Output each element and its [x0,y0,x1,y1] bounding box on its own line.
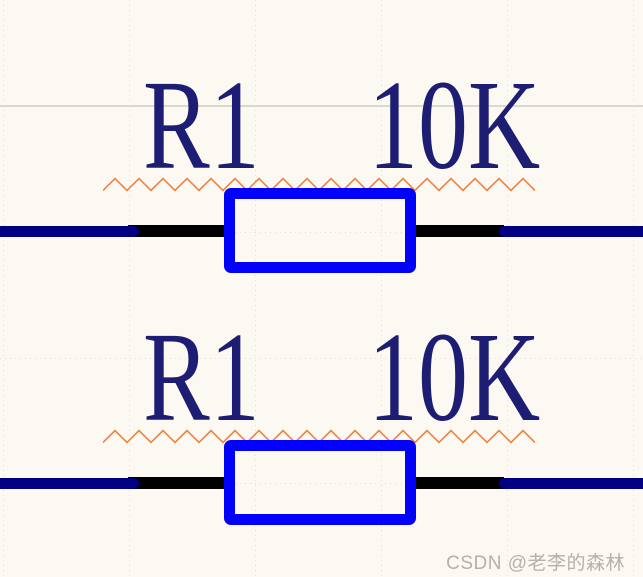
designator-label[interactable]: R1 [143,306,260,449]
grid-vline [507,0,508,577]
grid-vline [255,0,256,577]
resistor-pin-right[interactable] [412,225,504,237]
resistor-pin-left[interactable] [128,477,228,489]
grid-hline [0,232,643,233]
grid-vline [129,0,130,577]
resistor-pin-right[interactable] [412,477,504,489]
grid-vline [381,0,382,577]
watermark-text: CSDN @老李的森林 [446,553,625,574]
resistor-body[interactable] [224,188,416,273]
value-label[interactable]: 10K [368,54,541,197]
resistor-pin-left[interactable] [128,225,228,237]
grid-vline [633,0,634,577]
resistor-body[interactable] [224,440,416,525]
grid-hline [0,483,643,484]
wire-segment-left[interactable] [0,478,139,489]
value-label[interactable]: 10K [368,306,541,449]
wire-segment-left[interactable] [0,226,139,237]
grid-hline [0,358,643,359]
grid-vline [3,0,4,577]
designator-label[interactable]: R1 [143,54,260,197]
wire-segment-right[interactable] [499,226,643,237]
wire-segment-right[interactable] [499,478,643,489]
grid-hline-solid [0,105,643,107]
